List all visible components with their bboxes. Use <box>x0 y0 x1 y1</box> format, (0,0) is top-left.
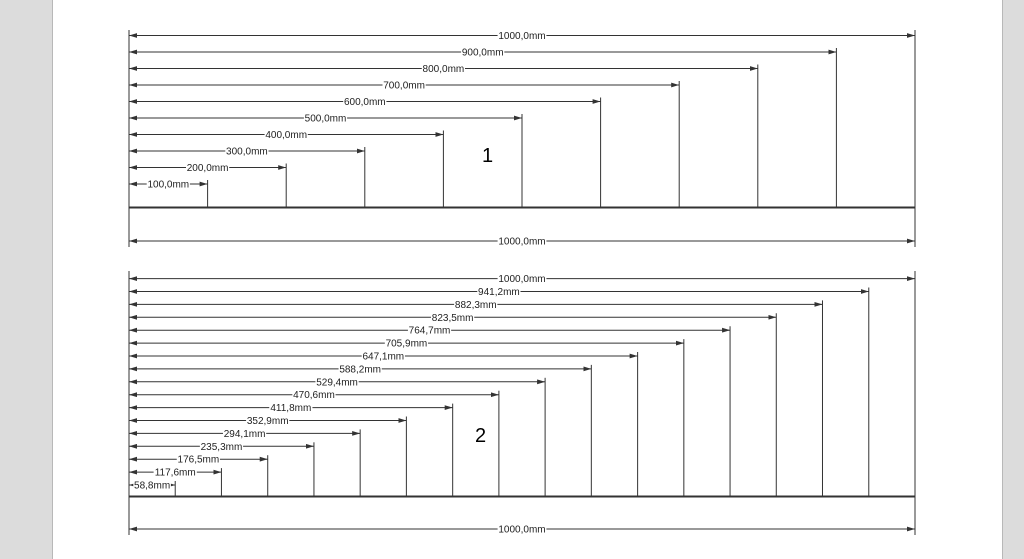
diagram_2-dimension-7-label: 470,6mm <box>293 390 335 401</box>
diagram_2-dimension-11-label-bg <box>384 337 429 349</box>
diagram_1-dimension-9-label-bg <box>497 29 547 41</box>
diagram_1-plate <box>128 206 916 209</box>
diagram_2-total-dimension-label-bg <box>497 523 547 534</box>
diagram_2-dimension-2-label: 176,5mm <box>178 455 220 466</box>
diagram_2-dimension-4-label: 294,1mm <box>224 429 266 440</box>
diagram_1-dimension-2-label-bg <box>225 145 269 156</box>
diagram_1-dimension-7-label-bg <box>421 62 465 74</box>
diagram_2-dimension-15-label-bg <box>477 285 521 297</box>
diagram_2-dimension-12-label: 764,7mm <box>409 326 451 337</box>
diagram_1-total-dimension-label-bg <box>497 235 547 246</box>
diagram_2-dimension-16-label-bg <box>497 272 547 284</box>
diagram_1-dimension-2-label: 300,0mm <box>226 147 268 158</box>
diagram_1-dimension-0-label-bg <box>146 178 190 189</box>
diagram_1-dimension-3-label: 400,0mm <box>265 130 307 141</box>
diagram-1-label: 1 <box>482 145 493 167</box>
diagram_1-dimension-9-label: 1000,0mm <box>498 31 545 42</box>
diagram_2-dimension-9-label-bg <box>338 362 382 374</box>
diagram_2-dimension-10-label: 647,1mm <box>362 352 404 363</box>
diagram_1-dimension-6-label-bg <box>382 79 426 90</box>
diagram_2-dimension-13-label: 823,5mm <box>432 313 474 324</box>
diagram_2-plate <box>128 495 916 498</box>
diagram_2-dimension-1-label-bg <box>153 466 197 478</box>
diagram_1-dimension-3-label-bg <box>264 128 308 140</box>
diagram_1-dimension-0-label: 100,0mm <box>147 180 189 191</box>
diagram_2-dimension-9-label: 588,2mm <box>339 364 381 375</box>
diagram_2-dimension-8-label-bg <box>315 375 359 387</box>
diagram_2-dimension-14-label: 882,3mm <box>455 300 497 311</box>
diagram_1-dimension-4-label-bg <box>303 112 348 123</box>
diagram_2-dimension-3-label-bg <box>199 440 244 452</box>
diagram_1-dimension-5-label-bg <box>343 95 387 107</box>
diagram_2-dimension-7-label-bg <box>292 388 336 400</box>
diagram_1-dimension-1-label-bg <box>186 161 230 173</box>
diagram_2-dimension-5-label: 352,9mm <box>247 416 289 427</box>
diagram_2-dimension-14-label-bg <box>454 298 498 310</box>
diagram_1-dimension-6-label: 700,0mm <box>383 81 425 92</box>
diagram_2-dimension-10-label-bg <box>361 350 405 361</box>
diagram-2: 58,8mm 117,6mm 176,5mm 235,3mm 294,1mm 352,9m… <box>128 271 916 536</box>
diagram_2-dimension-16-label: 1000,0mm <box>498 274 545 285</box>
diagram_2-dimension-5-label-bg <box>246 414 290 426</box>
diagram_2-total-dimension-label: 1000,0mm <box>498 525 545 536</box>
diagram_1-total-dimension-label: 1000,0mm <box>498 237 545 248</box>
diagram_2-dimension-3-label: 235,3mm <box>201 442 243 453</box>
diagram_2-dimension-2-label-bg <box>176 453 220 465</box>
diagram-1: 100,0mm 200,0mm 300,0mm 400,0mm 500,0mm 600,0… <box>128 29 916 248</box>
diagram_1-dimension-1-label: 200,0mm <box>187 163 229 174</box>
diagram_2-dimension-13-label-bg <box>431 311 475 323</box>
diagram_2-dimension-6-label: 411,8mm <box>270 403 311 414</box>
diagram_2-dimension-11-label: 705,9mm <box>386 339 428 350</box>
diagram_2-dimension-4-label-bg <box>222 427 267 439</box>
diagram-2-label: 2 <box>475 425 486 447</box>
diagram_1-dimension-7-label: 800,0mm <box>423 64 465 75</box>
diagram_2-dimension-15-label: 941,2mm <box>478 287 520 298</box>
diagram_1-dimension-4-label: 500,0mm <box>305 114 347 125</box>
diagram_1-dimension-5-label: 600,0mm <box>344 97 386 108</box>
diagram_1-dimension-8-label: 900,0mm <box>462 48 504 59</box>
diagram_1-dimension-8-label-bg <box>461 46 505 57</box>
diagram_2-dimension-6-label-bg <box>269 401 313 413</box>
diagram_2-dimension-1-label: 117,6mm <box>155 468 196 479</box>
diagram_2-dimension-8-label: 529,4mm <box>316 377 358 388</box>
diagram_2-dimension-0-label-bg <box>133 479 171 490</box>
diagram_2-dimension-12-label-bg <box>407 324 452 336</box>
diagram_2-dimension-0-label: 58,8mm <box>134 481 170 492</box>
